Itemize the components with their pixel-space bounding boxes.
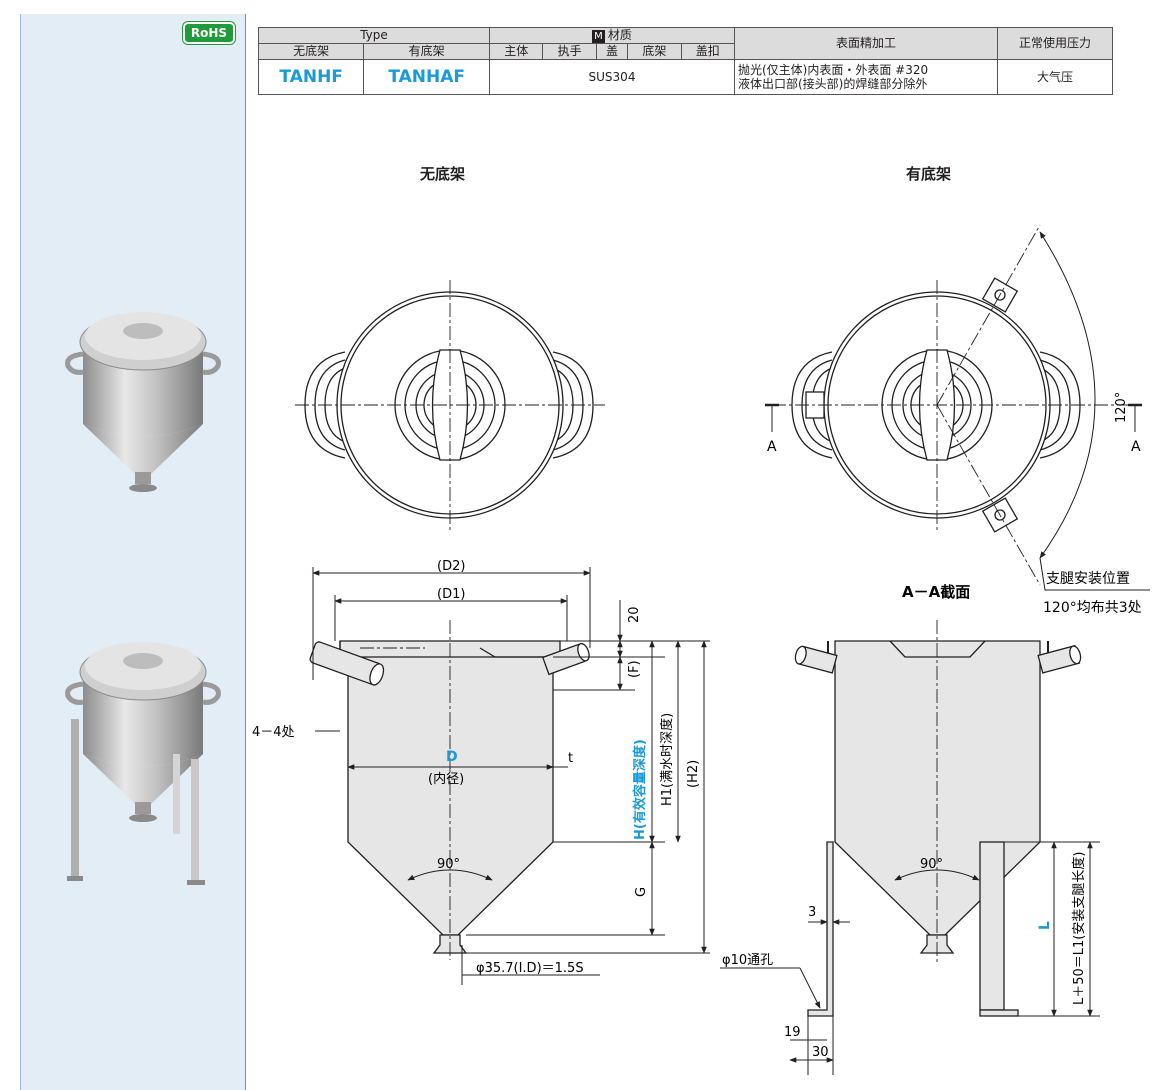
outlet-pipe-label: φ35.7(I.D)＝1.5S [476, 961, 584, 976]
top-view-with-stand [765, 224, 1150, 591]
caption-with-stand: 有底架 [906, 165, 952, 183]
product-photo-panel: RoHS [20, 14, 246, 1090]
dims-left [312, 567, 710, 985]
dim-g: G [634, 887, 649, 897]
col-clasp: 盖扣 [680, 43, 736, 60]
section-mark-a-right: A [1131, 439, 1141, 455]
code-tanhaf: TANHAF [363, 59, 490, 95]
dim-h1: H1(满水时深度) [659, 713, 675, 806]
dim-t: t [568, 751, 573, 766]
pressure-value: 大气压 [997, 59, 1113, 95]
pressure-header: 正常使用压力 [997, 27, 1113, 60]
dim-f: (F) [627, 660, 642, 678]
front-view-no-stand [309, 620, 590, 960]
handle-count-label: 4－4处 [252, 725, 295, 740]
mount-label-2: 120°均布共3处 [1043, 600, 1142, 616]
dims-right [720, 841, 1100, 1075]
section-mark-a-left: A [767, 439, 777, 455]
col-handle: 执手 [542, 43, 597, 60]
top-view-no-stand [295, 280, 605, 530]
col-with-stand: 有底架 [363, 43, 490, 60]
angle-90-left: 90° [437, 857, 460, 872]
mount-label-1: 支腿安装位置 [1046, 571, 1130, 587]
material-value: SUS304 [489, 59, 735, 95]
col-stand: 底架 [627, 43, 682, 60]
dim-d1: (D1) [437, 587, 465, 602]
dim-19: 19 [784, 1025, 801, 1040]
hole-label: φ10通孔 [722, 953, 773, 968]
dim-3: 3 [808, 905, 816, 920]
rohs-badge: RoHS [182, 22, 235, 44]
dim-30: 30 [812, 1045, 829, 1060]
col-body: 主体 [488, 43, 544, 60]
caption-no-stand: 无底架 [420, 165, 466, 183]
dim-h2: (H2) [686, 760, 701, 788]
inner-diameter-label: (内径) [428, 771, 464, 787]
finish-header: 表面精加工 [734, 27, 998, 60]
dim-l: L [1037, 921, 1053, 930]
deg120-label: 120° [1114, 392, 1129, 423]
material-icon: M [592, 30, 605, 43]
tank-photo-no-stand [65, 312, 221, 492]
col-lid: 盖 [595, 43, 629, 60]
dim-d: D [446, 749, 458, 765]
code-tanhf: TANHF [257, 59, 365, 95]
dim-d2: (D2) [437, 559, 465, 574]
section-view-a-a [794, 620, 1082, 1017]
dim-20: 20 [627, 606, 642, 623]
technical-drawing: 120° A A 支腿安装位置 120°均布共3处 [252, 224, 1150, 1075]
col-no-stand: 无底架 [257, 43, 365, 60]
caption-section-view: A－A截面 [902, 583, 970, 601]
angle-90-right: 90° [920, 857, 943, 872]
tank-photo-with-stand [65, 642, 221, 885]
dim-h: H(有效容量深度) [632, 739, 648, 840]
leg-length-label: L＋50＝L1(安装支腿长度) [1071, 852, 1087, 1005]
type-header: Type [258, 27, 490, 44]
